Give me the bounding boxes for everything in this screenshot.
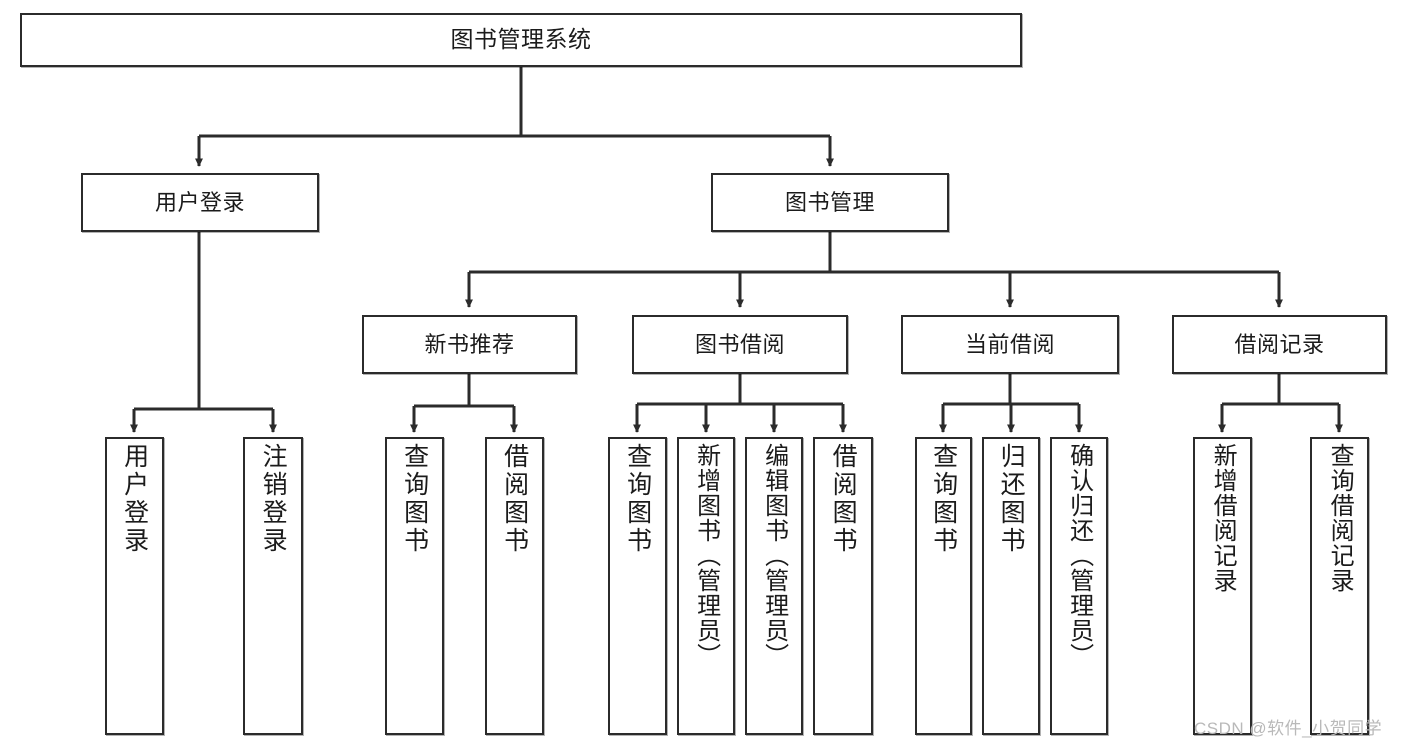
node-leaf-borrow-query-book[interactable]: 查询图书 <box>608 437 667 735</box>
node-book-borrow[interactable]: 图书借阅 <box>632 315 848 374</box>
node-label: 归还图书 <box>997 443 1026 555</box>
node-label: 当前借阅 <box>964 331 1055 357</box>
node-leaf-user-login-logout[interactable]: 注销登录 <box>243 437 303 735</box>
node-label: 查询图书 <box>623 443 652 555</box>
node-leaf-recommend-query-book[interactable]: 查询图书 <box>385 437 444 735</box>
node-leaf-borrow-add-book-admin[interactable]: 新增图书（管理员） <box>677 437 735 735</box>
csdn-watermark: CSDN @软件_小贺同学 <box>1194 719 1383 738</box>
node-label: 用户登录 <box>120 443 149 555</box>
node-label: 图书管理 <box>784 189 875 215</box>
node-leaf-current-confirm-return-admin[interactable]: 确认归还（管理员） <box>1050 437 1108 735</box>
node-user-login[interactable]: 用户登录 <box>81 173 319 232</box>
node-book-management[interactable]: 图书管理 <box>711 173 949 232</box>
node-label: 新增借阅记录 <box>1209 443 1237 593</box>
node-label: 确认归还（管理员） <box>1065 443 1093 668</box>
node-label: 图书管理系统 <box>450 26 592 53</box>
node-current-borrow[interactable]: 当前借阅 <box>901 315 1119 374</box>
node-label: 新书推荐 <box>424 331 515 357</box>
node-leaf-borrow-edit-book-admin[interactable]: 编辑图书（管理员） <box>745 437 803 735</box>
node-label: 编辑图书（管理员） <box>760 443 788 668</box>
node-root-system[interactable]: 图书管理系统 <box>20 13 1022 67</box>
node-label: 查询借阅记录 <box>1326 443 1354 593</box>
node-label: 查询图书 <box>400 443 429 555</box>
node-label: 注销登录 <box>259 443 288 555</box>
node-leaf-record-query-record[interactable]: 查询借阅记录 <box>1310 437 1369 735</box>
node-leaf-record-add-record[interactable]: 新增借阅记录 <box>1193 437 1252 735</box>
node-leaf-user-login-login[interactable]: 用户登录 <box>105 437 164 735</box>
node-label: 用户登录 <box>154 189 245 215</box>
node-borrow-record[interactable]: 借阅记录 <box>1172 315 1387 374</box>
node-label: 图书借阅 <box>694 331 785 357</box>
node-leaf-current-return-book[interactable]: 归还图书 <box>982 437 1040 735</box>
node-leaf-current-query-book[interactable]: 查询图书 <box>915 437 972 735</box>
node-label: 新增图书（管理员） <box>692 443 720 668</box>
node-label: 借阅图书 <box>500 443 529 555</box>
node-leaf-recommend-borrow-book[interactable]: 借阅图书 <box>485 437 544 735</box>
node-label: 借阅记录 <box>1234 331 1325 357</box>
node-label: 查询图书 <box>929 443 958 555</box>
node-new-book-recommend[interactable]: 新书推荐 <box>362 315 577 374</box>
node-leaf-borrow-borrow-book[interactable]: 借阅图书 <box>813 437 873 735</box>
node-label: 借阅图书 <box>829 443 858 555</box>
